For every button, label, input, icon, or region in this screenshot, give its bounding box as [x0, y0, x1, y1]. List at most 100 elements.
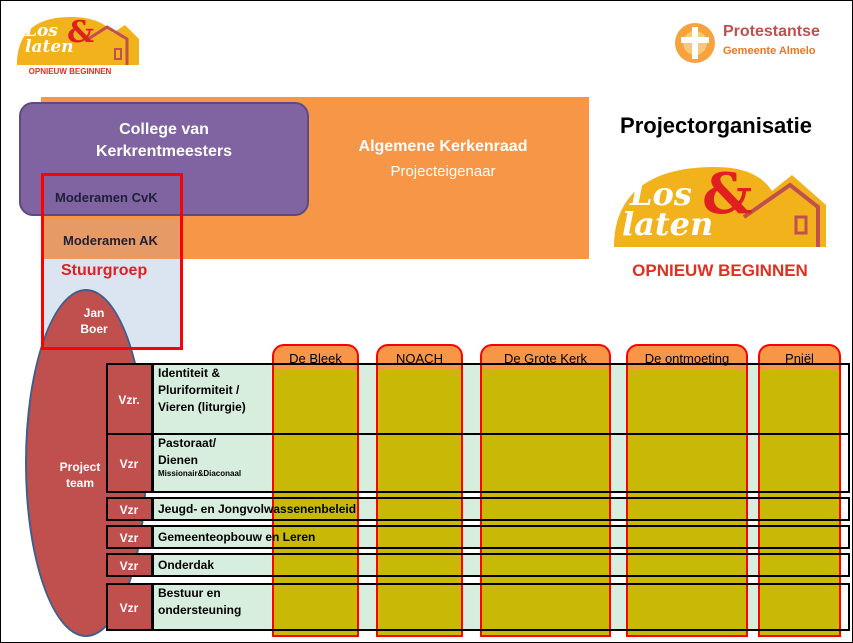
location-column-header: NOACH	[376, 344, 463, 370]
team-label: team	[65, 476, 94, 490]
college-van-kerkrentmeesters-label: College van Kerkrentmeesters	[19, 119, 309, 163]
team-topic-line: Pluriformiteit /	[158, 383, 240, 397]
boer-label: Boer	[80, 322, 108, 336]
row-band	[463, 433, 480, 493]
row-band	[463, 497, 480, 521]
protestantse-gemeente-logo: Protestantse Gemeente Almelo	[673, 17, 841, 71]
row-band	[463, 553, 480, 577]
row-band	[748, 553, 758, 577]
row-band	[611, 497, 626, 521]
page-title: Projectorganisatie	[620, 113, 812, 138]
location-column-fill	[480, 370, 611, 637]
location-column-fill	[758, 370, 841, 637]
row-band	[748, 433, 758, 493]
moderamen-ak: Moderamen AK	[41, 219, 181, 259]
location-column-header: De Grote Kerk	[480, 344, 611, 370]
logo-large-word2: laten	[622, 205, 714, 243]
team-topic-line: Identiteit &	[158, 366, 220, 380]
location-column-frame	[272, 370, 359, 637]
row-band	[611, 583, 626, 631]
team-topic-line: Vieren (liturgie)	[158, 400, 246, 414]
location-column-fill	[272, 370, 359, 637]
team-row-frame	[106, 583, 850, 631]
team-row-frame	[106, 497, 850, 521]
team-topic-line: Pastoraat/	[158, 436, 217, 450]
row-band	[151, 525, 272, 549]
row-band	[151, 553, 272, 577]
los-laten-logo-small: Los laten & OPNIEUW BEGINNEN	[15, 13, 143, 79]
row-band	[359, 553, 376, 577]
logo-large-tagline: OPNIEUW BEGINNEN	[632, 261, 808, 280]
church-name-line2: Gemeente Almelo	[723, 45, 816, 57]
college-label-line1: College van	[119, 121, 209, 138]
row-band	[359, 363, 376, 435]
row-band	[151, 433, 272, 493]
row-band	[359, 497, 376, 521]
team-topic-line: Dienen	[158, 453, 199, 467]
row-band	[359, 433, 376, 493]
los-laten-logo-graphic	[17, 17, 139, 65]
church-name-line1: Protestantse	[723, 23, 820, 40]
team-topic: Bestuur en ondersteuning	[152, 583, 272, 631]
team-topic-subtitle: Missionair&Diaconaal	[158, 469, 242, 478]
team-topic-line: Bestuur en	[158, 586, 221, 600]
project-team-label: Project team	[45, 459, 115, 491]
vzr-badge: Vzr	[106, 583, 152, 631]
jan-label: Jan	[83, 306, 105, 320]
row-band	[611, 525, 626, 549]
location-column-fill	[626, 370, 748, 637]
team-row-frame	[106, 525, 850, 549]
row-band	[151, 497, 272, 521]
row-band	[748, 497, 758, 521]
vzr-badge: Vzr	[106, 525, 152, 549]
row-band	[151, 583, 272, 631]
logo-small-ampersand: &	[67, 15, 95, 50]
team-topic-line: Onderdak	[158, 557, 215, 572]
sun-cross-icon	[675, 23, 715, 63]
team-row-frame	[106, 433, 850, 493]
row-band	[611, 433, 626, 493]
location-column-fill	[376, 370, 463, 637]
projecteigenaar-label: Projecteigenaar	[390, 163, 496, 180]
location-column-frame	[480, 370, 611, 637]
los-laten-logo-large-graphic	[614, 167, 826, 247]
location-column-frame	[758, 370, 841, 637]
row-band	[151, 363, 272, 435]
row-band	[463, 363, 480, 435]
row-band	[359, 525, 376, 549]
team-row-frame	[106, 553, 850, 577]
algemene-kerkenraad-label: Algemene Kerkenraad	[358, 138, 528, 155]
project-label: Project	[59, 460, 101, 474]
team-topic-line: ondersteuning	[158, 603, 242, 617]
los-laten-logo-large: Los laten & OPNIEUW BEGINNEN	[604, 161, 836, 281]
location-column-header: Pniël	[758, 344, 841, 370]
logo-small-tagline: OPNIEUW BEGINNEN	[28, 67, 112, 76]
logo-small-word2: laten	[25, 37, 74, 57]
logo-large-word1: Los	[630, 175, 692, 213]
row-band	[748, 525, 758, 549]
vzr-badge: Vzr	[106, 553, 152, 577]
college-label-line2: Kerkrentmeesters	[95, 143, 233, 160]
logo-small-word1: Los	[25, 21, 58, 41]
location-column-frame	[376, 370, 463, 637]
moderamen-cvk: Moderamen CvK	[55, 190, 158, 205]
row-band	[359, 583, 376, 631]
row-band	[611, 363, 626, 435]
row-band	[611, 553, 626, 577]
location-column-header: De Bleek	[272, 344, 359, 370]
location-column-header: De ontmoeting	[626, 344, 748, 370]
row-band	[748, 363, 758, 435]
location-column-frame	[626, 370, 748, 637]
team-topic: Onderdak	[152, 553, 272, 577]
row-band	[748, 583, 758, 631]
row-band	[463, 583, 480, 631]
college-van-kerkrentmeesters-box	[19, 102, 309, 216]
jan-boer-label: Jan Boer	[71, 305, 117, 337]
stuurgroep-label: Stuurgroep	[61, 262, 148, 279]
team-row-frame	[106, 363, 850, 435]
stuurgroep-frame	[41, 173, 183, 350]
logo-large-ampersand: &	[702, 161, 753, 227]
team-topic: Identiteit & Pluriformiteit / Vieren (litu…	[152, 363, 272, 435]
